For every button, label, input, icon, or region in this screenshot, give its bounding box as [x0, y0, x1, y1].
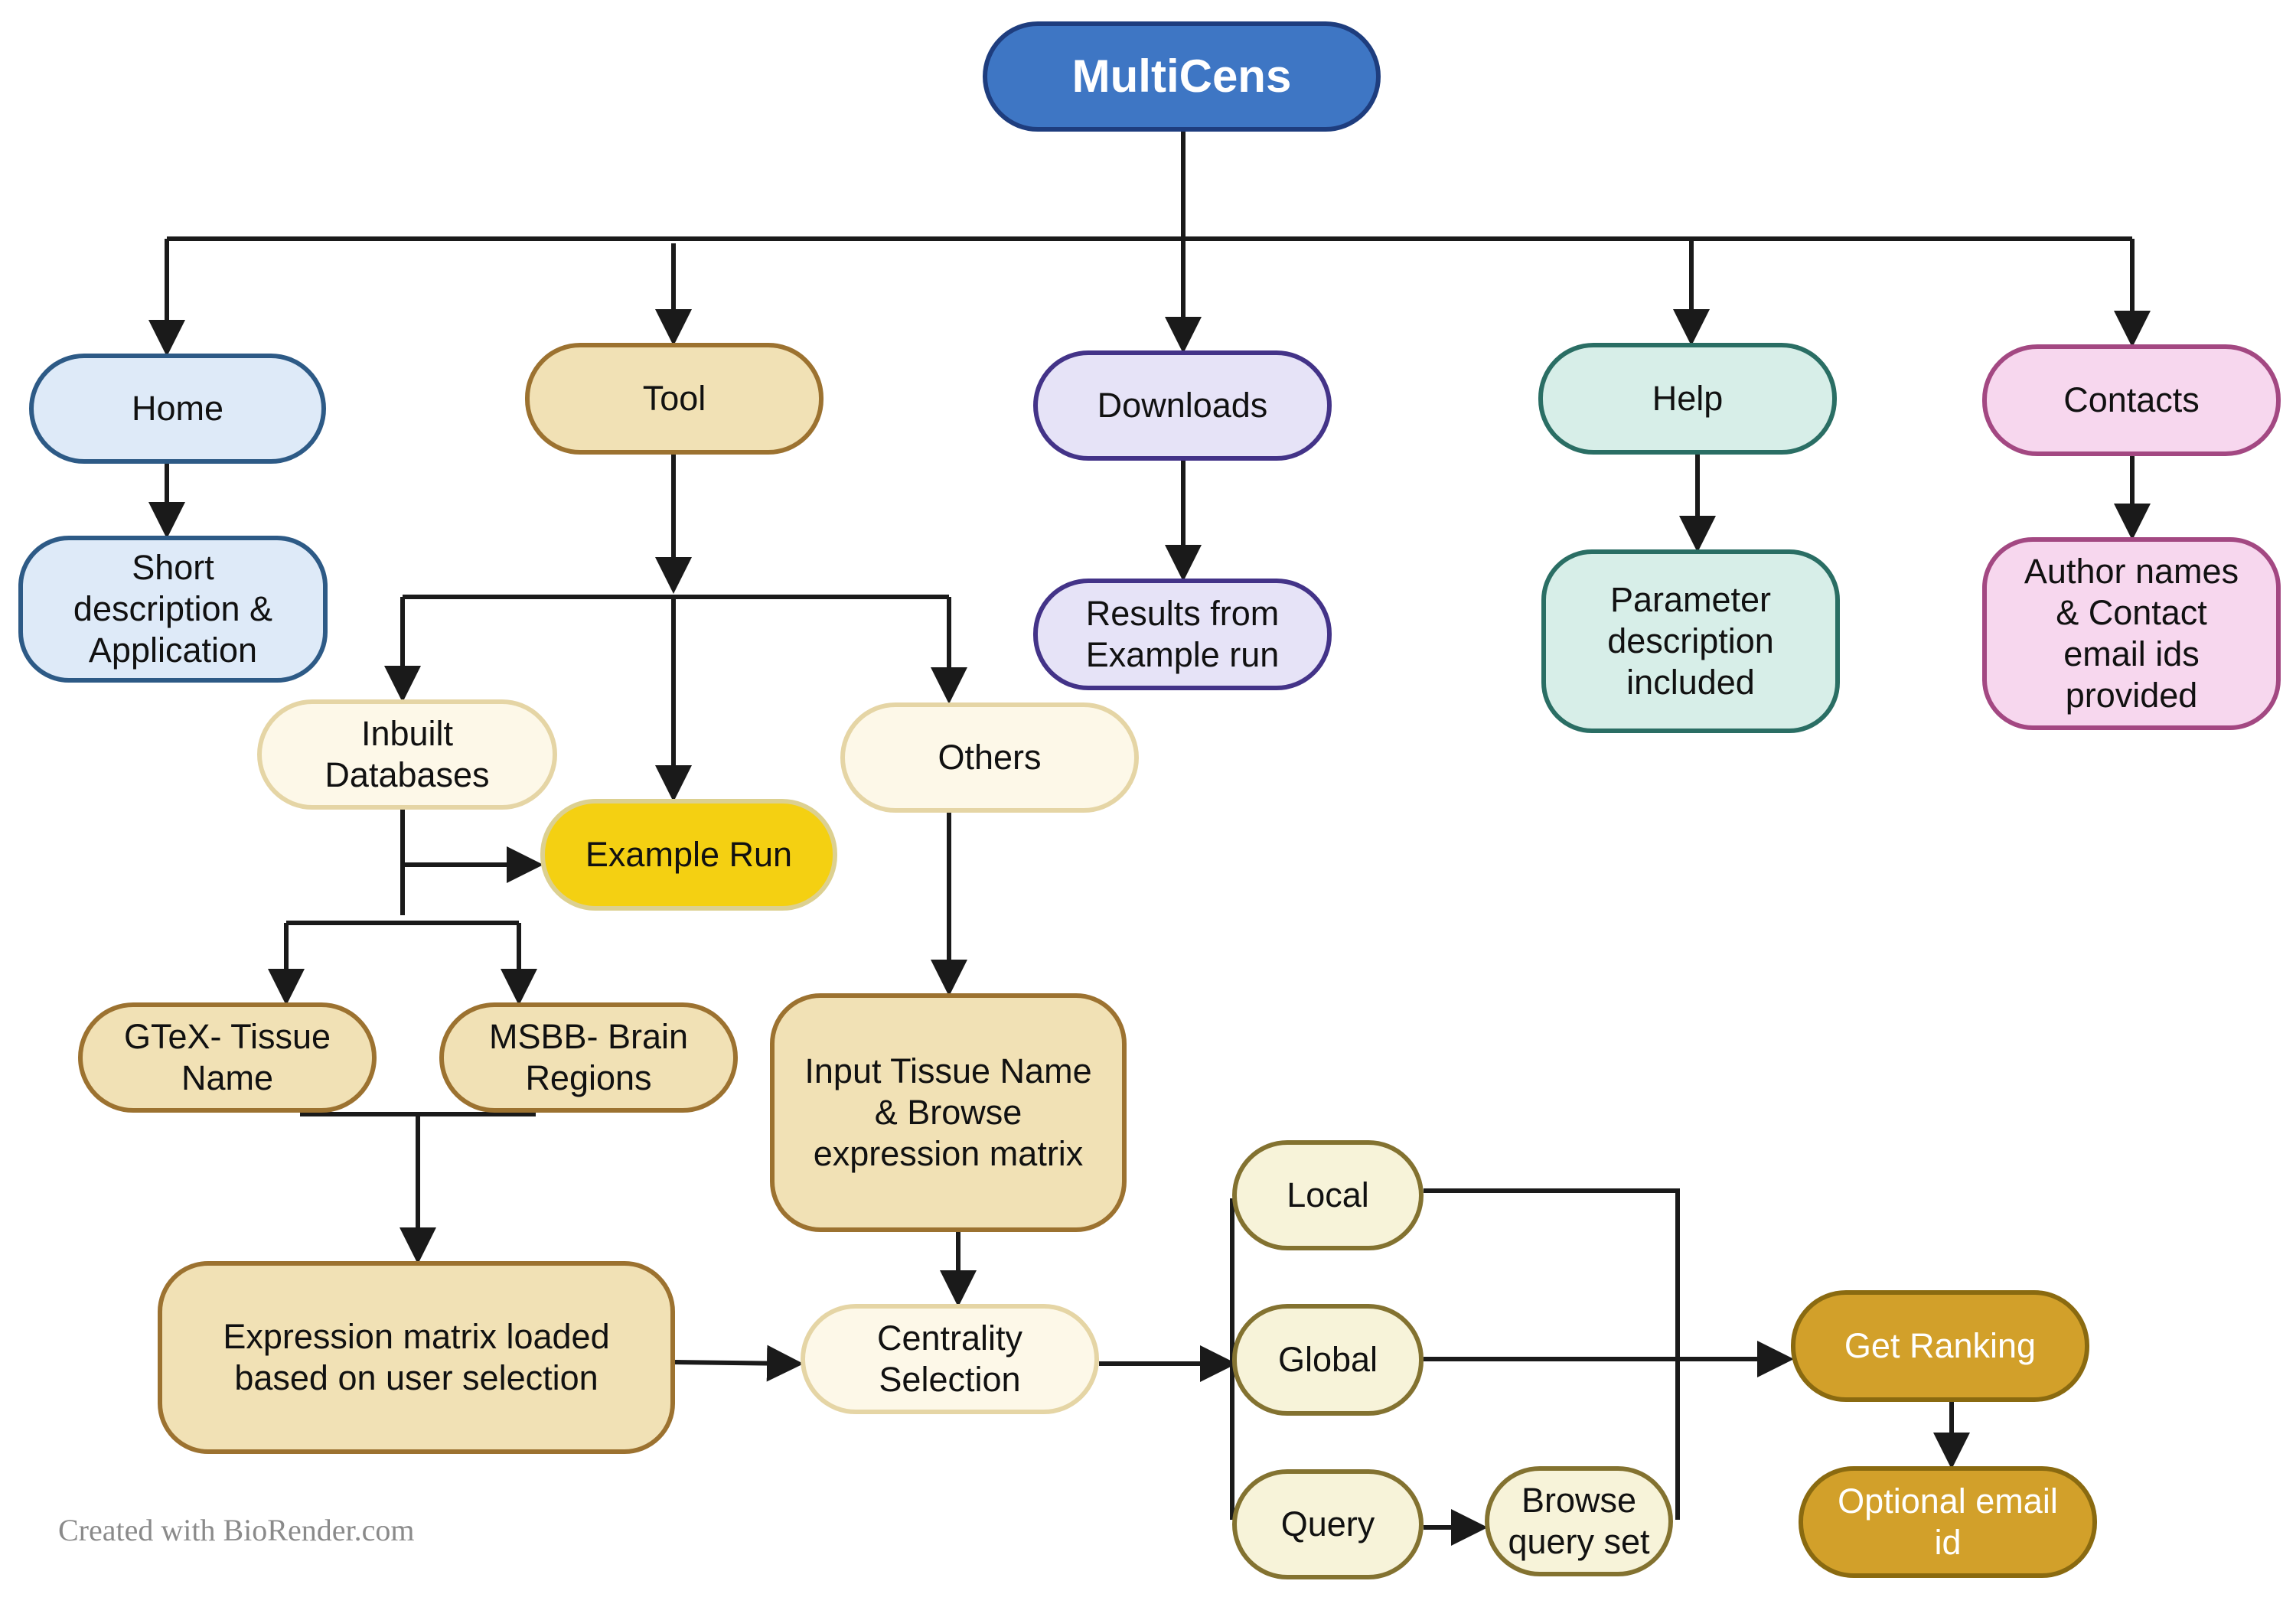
- multicens-title-node: MultiCens: [983, 21, 1381, 132]
- wire-local-out: [1424, 1188, 1680, 1520]
- contacts-node[interactable]: Contacts: [1982, 344, 2281, 456]
- tool-node[interactable]: Tool: [525, 343, 823, 455]
- downloads-description-node: Results from Example run: [1033, 579, 1332, 690]
- downloads-node[interactable]: Downloads: [1033, 350, 1332, 461]
- gtex-tissue-node[interactable]: GTeX- Tissue Name: [78, 1002, 377, 1113]
- example-run-button[interactable]: Example Run: [540, 799, 837, 911]
- browse-query-set-node[interactable]: Browse query set: [1485, 1466, 1673, 1576]
- query-option-node[interactable]: Query: [1232, 1469, 1424, 1579]
- biorender-credit: Created with BioRender.com: [58, 1513, 415, 1547]
- expression-matrix-node: Expression matrix loaded based on user s…: [158, 1261, 675, 1454]
- get-ranking-button[interactable]: Get Ranking: [1791, 1290, 2089, 1402]
- wire-expr-centrality: [674, 1345, 804, 1382]
- input-tissue-node[interactable]: Input Tissue Name & Browse expression ma…: [770, 993, 1127, 1232]
- help-node[interactable]: Help: [1538, 343, 1837, 455]
- others-node[interactable]: Others: [840, 702, 1139, 813]
- home-node[interactable]: Home: [29, 354, 326, 464]
- centrality-selection-node[interactable]: Centrality Selection: [801, 1304, 1099, 1414]
- global-option-node[interactable]: Global: [1232, 1304, 1424, 1416]
- home-description-node: Short description & Application: [18, 536, 328, 683]
- optional-email-node[interactable]: Optional email id: [1799, 1466, 2097, 1578]
- help-description-node: Parameter description included: [1541, 549, 1840, 733]
- inbuilt-databases-node[interactable]: Inbuilt Databases: [257, 699, 557, 810]
- local-option-node[interactable]: Local: [1232, 1140, 1424, 1250]
- contacts-description-node: Author names & Contact email ids provide…: [1982, 537, 2281, 730]
- msbb-brain-regions-node[interactable]: MSBB- Brain Regions: [439, 1002, 738, 1113]
